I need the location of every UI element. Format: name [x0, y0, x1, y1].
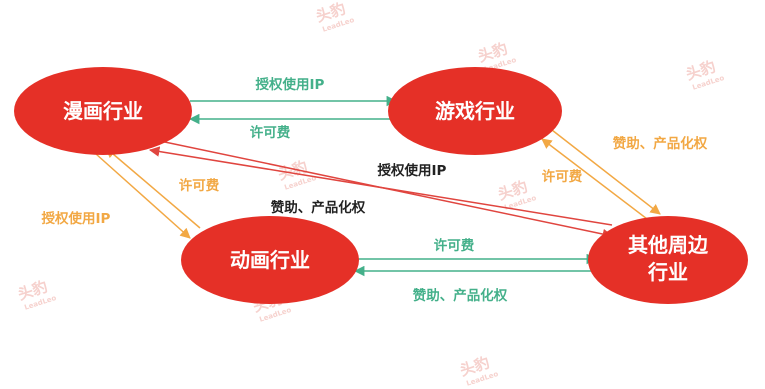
- edge-label-youxi-zhoubian-top: 赞助、产品化权: [612, 135, 708, 152]
- arrow-manhua-to-donghua: [95, 153, 191, 239]
- node-manhua: 漫画行业: [14, 67, 192, 155]
- node-zhoubian-label-line1: 其他周边: [628, 233, 709, 257]
- edge-label-manhua-donghua-left: 授权使用IP: [42, 210, 111, 227]
- edge-label-zhoubian-manhua: 赞助、产品化权: [270, 199, 366, 216]
- node-youxi-label: 游戏行业: [435, 99, 515, 123]
- node-donghua: 动画行业: [181, 216, 359, 304]
- watermark-logo: 头豹 LeadLeo: [458, 353, 500, 387]
- node-donghua-label: 动画行业: [230, 248, 310, 272]
- edge-label-manhua-zhoubian: 授权使用IP: [378, 162, 447, 179]
- edge-label-manhua-to-youxi: 授权使用IP: [256, 76, 325, 93]
- watermark-logo: 头豹 LeadLeo: [684, 57, 726, 91]
- watermark-logo: 头豹 LeadLeo: [314, 0, 356, 34]
- arrow-donghua-to-manhua: [105, 147, 201, 229]
- node-manhua-label: 漫画行业: [63, 99, 143, 123]
- arrow-zhoubian-youxi-b: [541, 138, 656, 226]
- arrow-zhoubian-to-manhua: [148, 146, 613, 226]
- node-zhoubian: 其他周边 行业: [588, 216, 748, 304]
- watermark-logo: 头豹 LeadLeo: [16, 277, 58, 311]
- edge-label-youxi-to-manhua: 许可费: [250, 124, 291, 141]
- edge-label-youxi-zhoubian-bottom: 许可费: [542, 168, 583, 185]
- edge-label-zhoubian-to-donghua: 赞助、产品化权: [412, 287, 508, 304]
- node-youxi: 游戏行业: [388, 67, 562, 155]
- edge-label-donghua-to-zhoubian: 许可费: [434, 237, 475, 254]
- edge-label-manhua-donghua-right: 许可费: [179, 177, 220, 194]
- node-zhoubian-label-line2: 行业: [647, 260, 688, 284]
- arrow-zhoubian-youxi-a: [551, 129, 661, 215]
- watermark-layer: 头豹 LeadLeo 头豹 LeadLeo 头豹 LeadLeo 头豹 Lead…: [16, 0, 726, 388]
